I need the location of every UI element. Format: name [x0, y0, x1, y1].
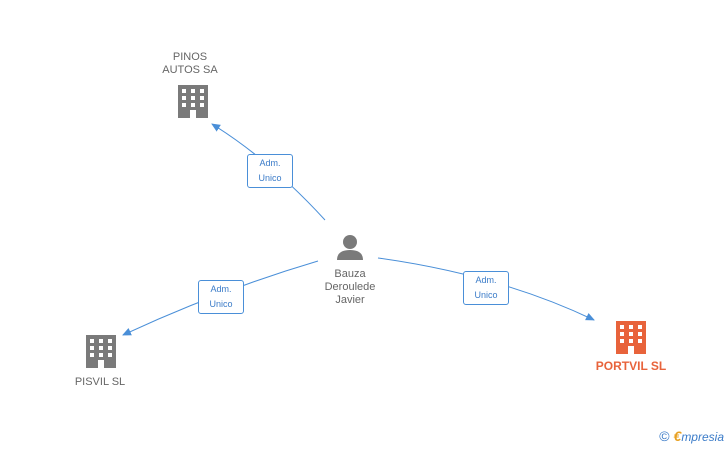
edge-label-portvil: Adm. Unico — [463, 271, 509, 305]
person-icon[interactable] — [337, 235, 363, 260]
building-icon-highlighted[interactable] — [616, 321, 646, 354]
building-icon[interactable] — [86, 335, 116, 368]
brand-initial: € — [673, 428, 682, 444]
copyright-symbol: © — [659, 428, 670, 444]
empresia-watermark: ©€mpresia — [659, 428, 724, 444]
building-icon[interactable] — [178, 85, 208, 118]
edge-label-pisvil: Adm. Unico — [198, 280, 244, 314]
node-label-portvil[interactable]: PORTVIL SL — [595, 359, 667, 373]
node-label-center[interactable]: Bauza Deroulede Javier — [324, 268, 376, 306]
node-label-pisvil[interactable]: PISVIL SL — [74, 376, 126, 388]
brand-name: mpresia — [681, 430, 724, 444]
edge-label-pinos: Adm. Unico — [247, 154, 293, 188]
node-label-pinos[interactable]: PINOS AUTOS SA — [162, 51, 218, 76]
